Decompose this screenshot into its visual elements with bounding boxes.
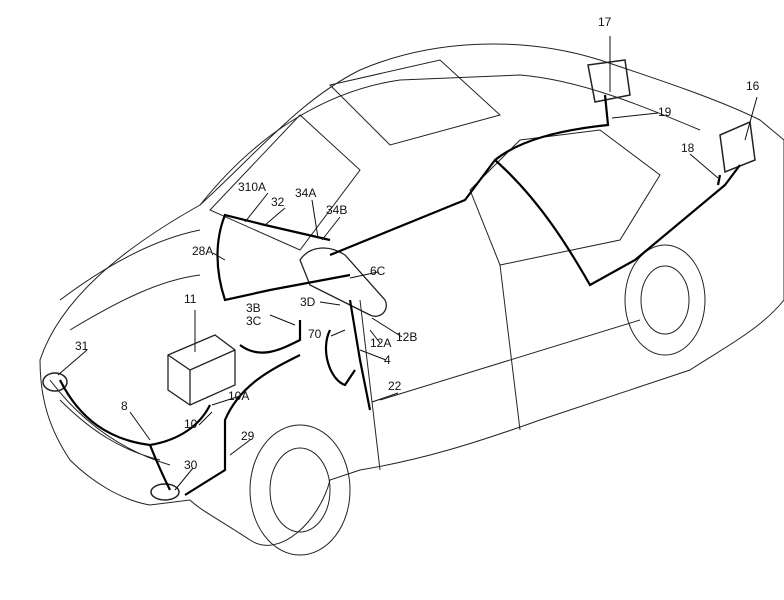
roof-line bbox=[199, 74, 701, 206]
harness bbox=[59, 94, 741, 496]
callout-34A: 34A bbox=[295, 186, 317, 200]
callout-12B: 12B bbox=[396, 330, 418, 344]
callout-19: 19 bbox=[658, 105, 672, 119]
rear-wheel bbox=[624, 244, 706, 356]
callout-22: 22 bbox=[388, 379, 402, 393]
callout-8: 8 bbox=[121, 399, 128, 413]
headlamp-31 bbox=[42, 372, 68, 392]
callout-310A: 310A bbox=[238, 180, 267, 194]
callout-29: 29 bbox=[241, 429, 255, 443]
callout-34B: 34B bbox=[326, 203, 348, 217]
callout-10A: 10A bbox=[228, 389, 250, 403]
battery bbox=[167, 334, 236, 406]
callout-3D: 3D bbox=[300, 295, 316, 309]
callout-4: 4 bbox=[384, 353, 391, 367]
callout-3C: 3C bbox=[246, 314, 262, 328]
front-wheel bbox=[249, 424, 351, 556]
rear-lamp-16 bbox=[719, 120, 756, 174]
callout-17: 17 bbox=[598, 15, 612, 29]
callout-32: 32 bbox=[271, 195, 285, 209]
callout-6C: 6C bbox=[370, 264, 386, 278]
callout-16: 16 bbox=[746, 79, 760, 93]
callout-30: 30 bbox=[184, 458, 198, 472]
car-body-outline bbox=[39, 43, 784, 546]
windshield bbox=[209, 114, 361, 251]
fog-lamp-30 bbox=[150, 483, 180, 501]
sunroof bbox=[329, 59, 502, 146]
door-lines bbox=[359, 264, 641, 471]
grille bbox=[49, 379, 171, 466]
callout-11: 11 bbox=[184, 292, 197, 306]
callout-70: 70 bbox=[308, 327, 322, 341]
callout-18: 18 bbox=[681, 141, 695, 155]
callout-3B: 3B bbox=[246, 301, 261, 315]
callout-10: 10 bbox=[184, 417, 198, 431]
hood-lines bbox=[59, 229, 201, 331]
callout-12A: 12A bbox=[370, 336, 392, 350]
callout-28A: 28A bbox=[192, 244, 214, 258]
dashboard-module bbox=[299, 247, 387, 317]
rear-lamp-17 bbox=[587, 59, 631, 103]
callout-31: 31 bbox=[75, 339, 89, 353]
